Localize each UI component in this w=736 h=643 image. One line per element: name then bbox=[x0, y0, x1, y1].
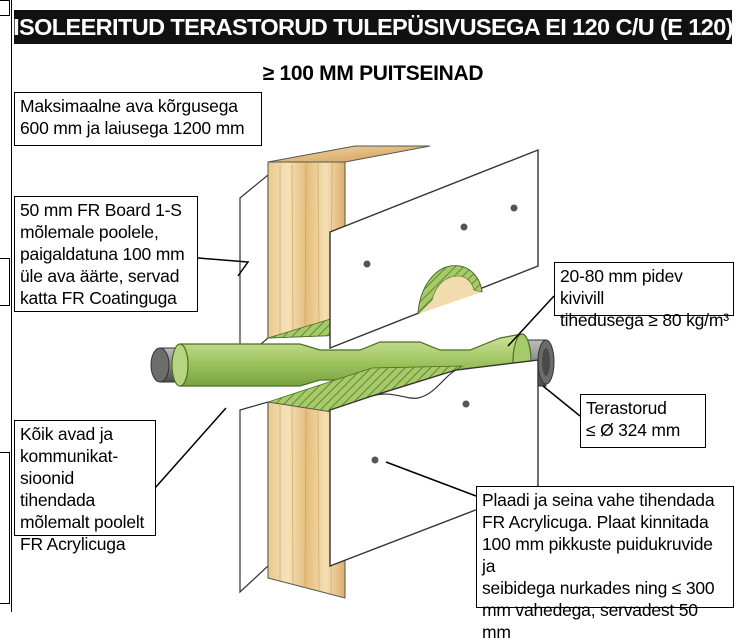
leader-seal-openings bbox=[154, 407, 227, 489]
callout-steel-pipe: Terastorud ≤ Ø 324 mm bbox=[580, 394, 706, 448]
left-edge-fragment bbox=[0, 0, 11, 612]
page-title: ISOLEERITUD TERASTORUD TULEPÜSIVUSEGA EI… bbox=[13, 10, 734, 44]
screw bbox=[371, 456, 379, 464]
upper-wood-top bbox=[267, 145, 431, 163]
leader-plate-gap bbox=[385, 461, 477, 497]
leader-fr-board bbox=[197, 257, 250, 277]
callout-plate-gap: Plaadi ja seina vahe tihendada FR Acryli… bbox=[476, 486, 734, 642]
callout-mineral-wool: 20-80 mm pidev kivivill tihedusega ≥ 80 … bbox=[554, 262, 734, 330]
left-border-line bbox=[11, 0, 12, 612]
upper-fr-board-front bbox=[329, 148, 539, 350]
upper-wall-section bbox=[239, 145, 539, 364]
screw bbox=[363, 260, 371, 268]
leader-steel-pipe bbox=[542, 385, 581, 417]
callout-fr-board: 50 mm FR Board 1-S mõlemale poolele, pai… bbox=[14, 196, 198, 312]
screw bbox=[510, 204, 518, 212]
screw bbox=[462, 400, 470, 408]
callout-seal-openings: Kõik avad ja kommunikat- sioonid tihenda… bbox=[14, 420, 156, 554]
page-subtitle: ≥ 100 MM PUITSEINAD bbox=[262, 62, 484, 85]
leader-mineral-wool bbox=[507, 295, 555, 347]
lower-fr-board-back bbox=[239, 401, 269, 594]
leader-lines bbox=[154, 257, 581, 497]
penetration-seal-diagram bbox=[150, 145, 581, 599]
callout-max-opening: Maksimaalne ava kõrgusega 600 mm ja laiu… bbox=[14, 92, 262, 146]
lower-wood-front bbox=[267, 401, 346, 599]
screw bbox=[460, 223, 468, 231]
lower-wall-section bbox=[239, 359, 539, 599]
